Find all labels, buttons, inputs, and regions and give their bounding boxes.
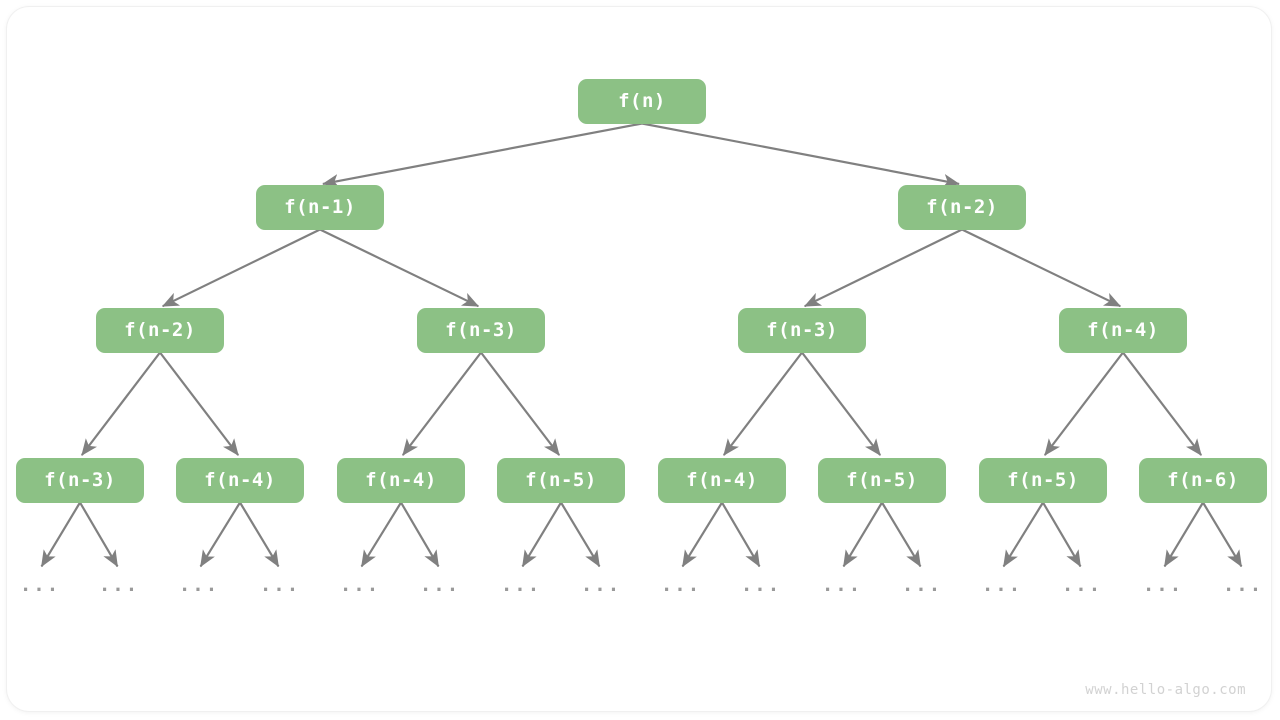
tree-node-n11: f(n-4) xyxy=(658,457,786,503)
ellipsis-e12: ... xyxy=(901,574,943,596)
ellipsis-e7: ... xyxy=(500,574,542,596)
tree-node-n14: f(n-6) xyxy=(1139,457,1267,503)
tree-node-n0: f(n) xyxy=(578,78,706,124)
ellipsis-e3: ... xyxy=(178,574,220,596)
tree-node-n12: f(n-5) xyxy=(818,457,946,503)
ellipsis-e14: ... xyxy=(1061,574,1103,596)
ellipsis-e4: ... xyxy=(259,574,301,596)
tree-node-n8: f(n-4) xyxy=(176,457,304,503)
ellipsis-e13: ... xyxy=(981,574,1023,596)
tree-node-n13: f(n-5) xyxy=(979,457,1107,503)
ellipsis-e2: ... xyxy=(98,574,140,596)
tree-node-n2: f(n-2) xyxy=(898,184,1026,230)
tree-node-n6: f(n-4) xyxy=(1059,307,1187,353)
ellipsis-e16: ... xyxy=(1222,574,1264,596)
tree-node-n3: f(n-2) xyxy=(96,307,224,353)
tree-node-n5: f(n-3) xyxy=(738,307,866,353)
ellipsis-e5: ... xyxy=(339,574,381,596)
ellipsis-e15: ... xyxy=(1142,574,1184,596)
tree-node-n10: f(n-5) xyxy=(497,457,625,503)
ellipsis-e6: ... xyxy=(419,574,461,596)
tree-node-n1: f(n-1) xyxy=(256,184,384,230)
tree-node-n4: f(n-3) xyxy=(417,307,545,353)
watermark-label: www.hello-algo.com xyxy=(1085,682,1246,698)
ellipsis-e11: ... xyxy=(821,574,863,596)
ellipsis-e10: ... xyxy=(740,574,782,596)
tree-node-n7: f(n-3) xyxy=(16,457,144,503)
ellipsis-e8: ... xyxy=(580,574,622,596)
ellipsis-e1: ... xyxy=(19,574,61,596)
tree-node-n9: f(n-4) xyxy=(337,457,465,503)
ellipsis-e9: ... xyxy=(660,574,702,596)
